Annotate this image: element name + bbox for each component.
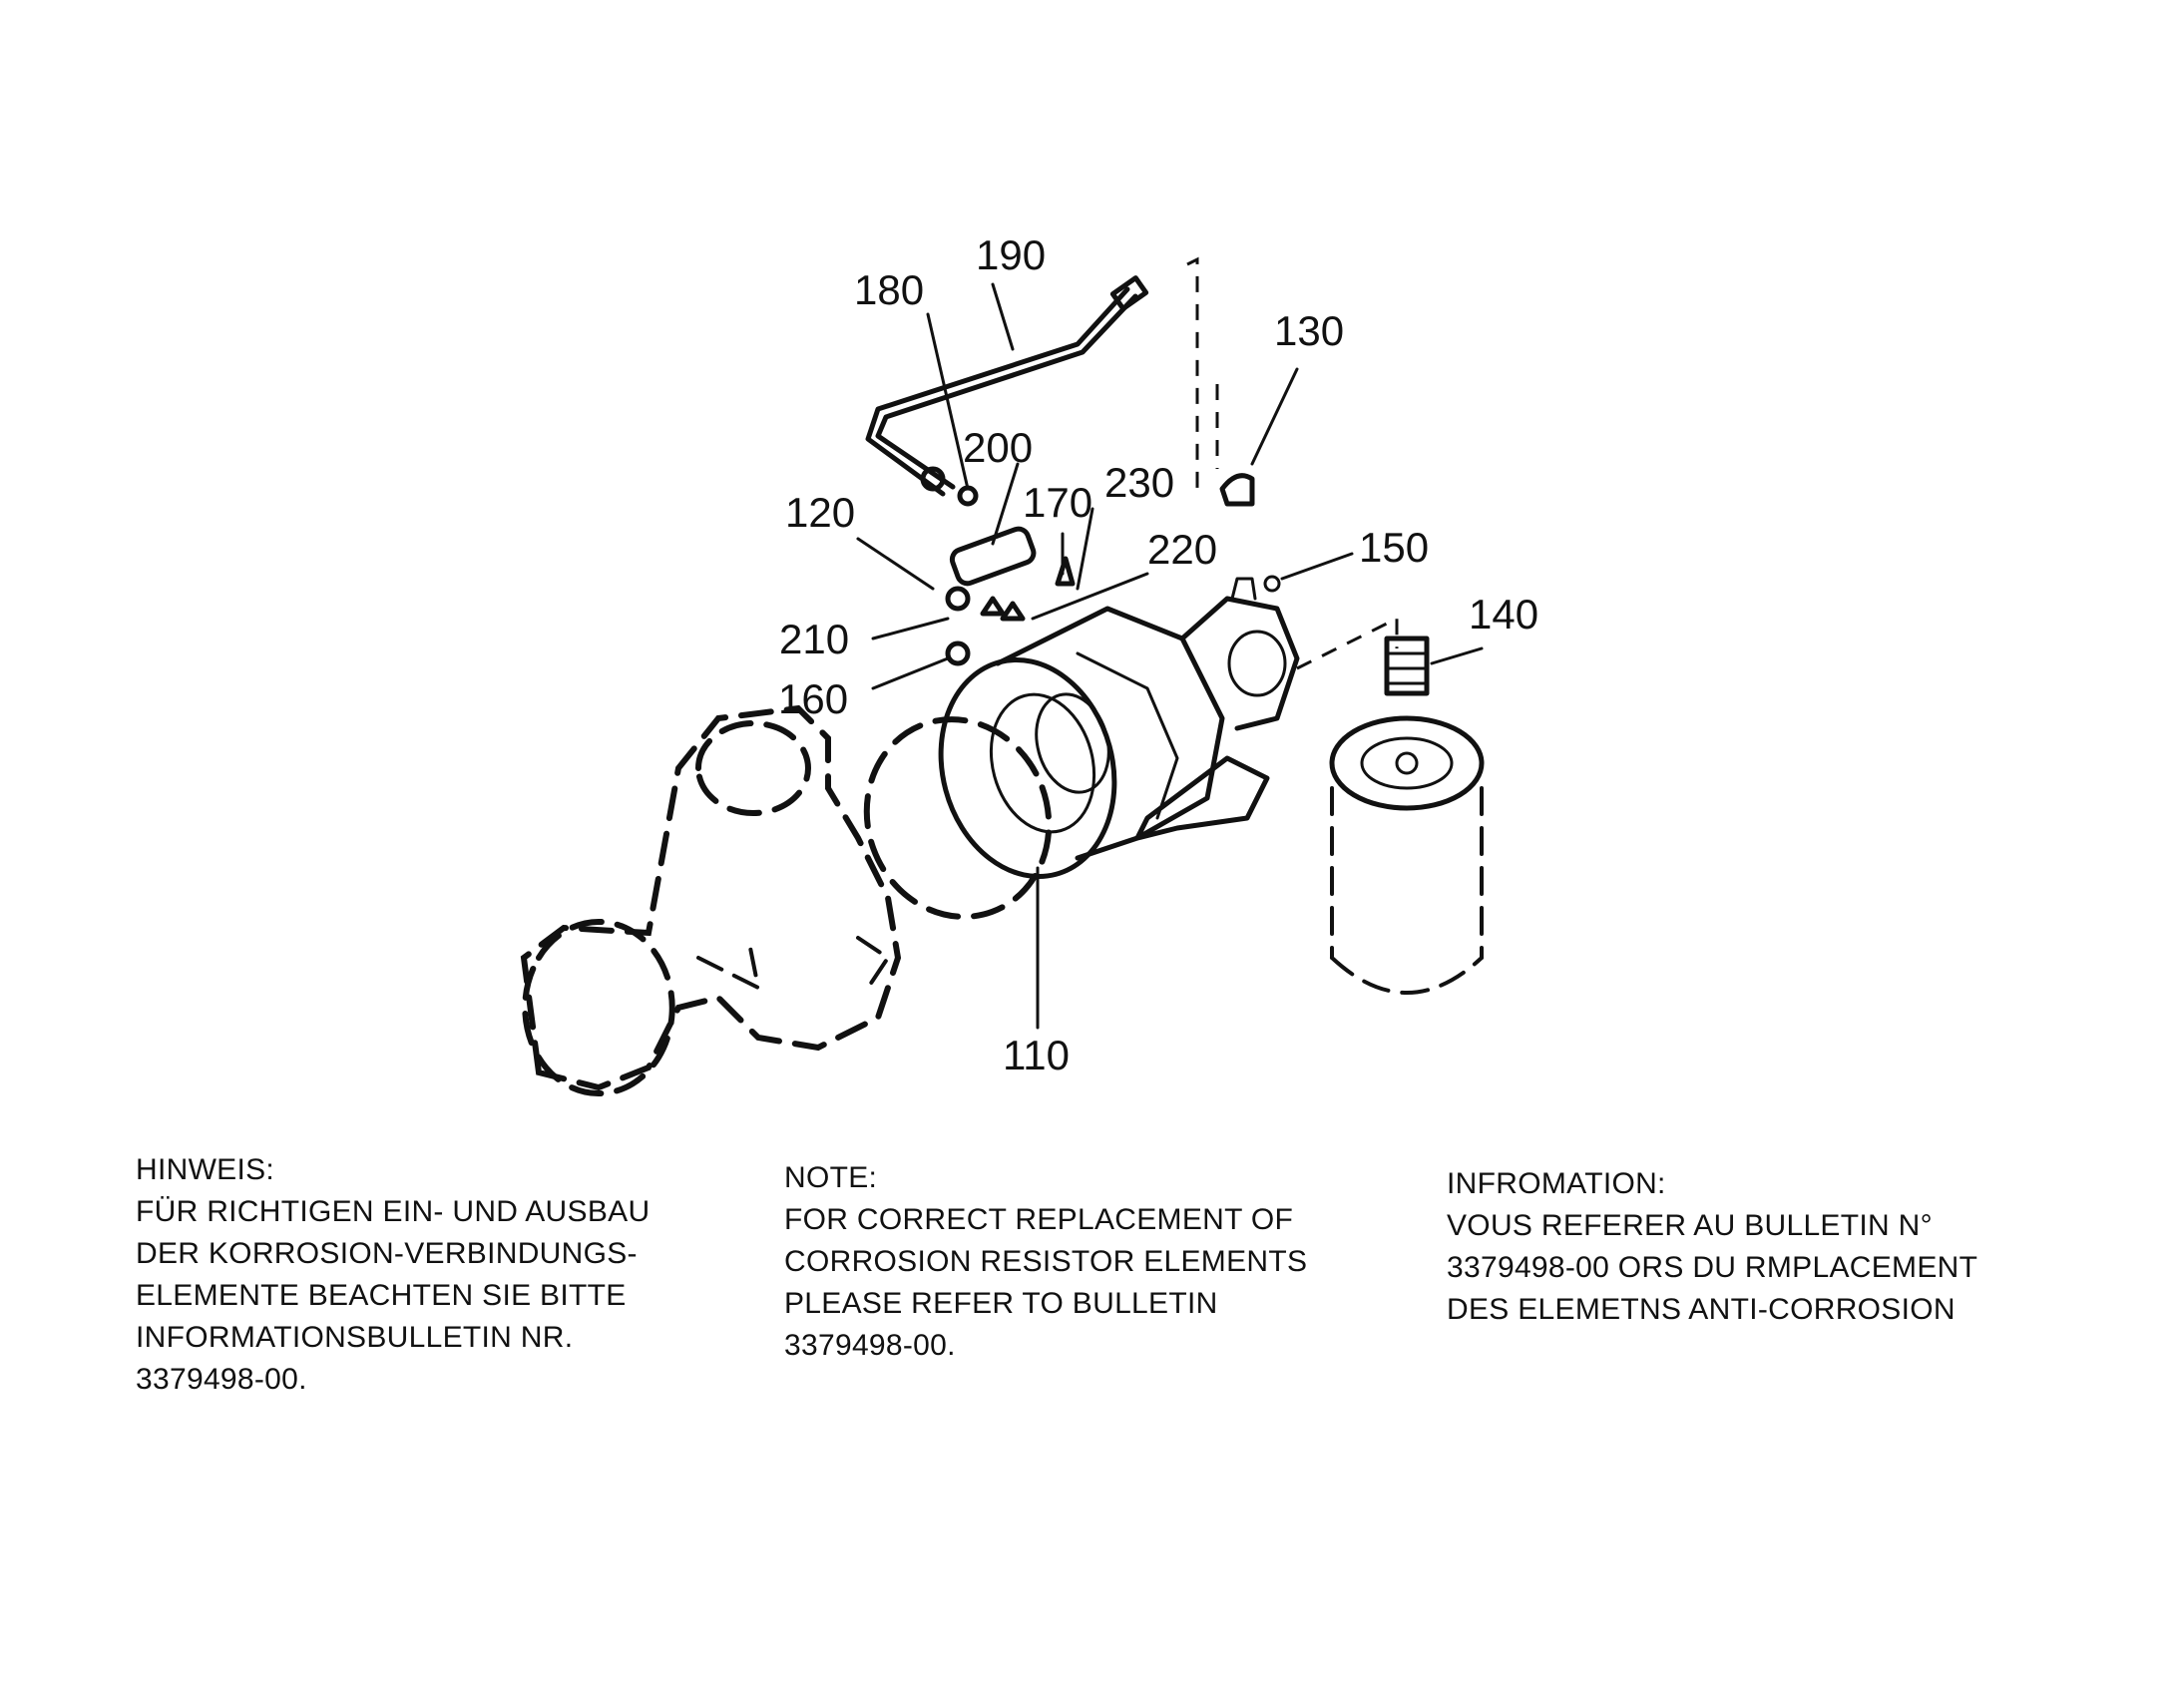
filter-element-phantom (1296, 616, 1485, 995)
note-french-line: VOUS REFERER AU BULLETIN N° (1447, 1209, 1933, 1242)
callout-190: 190 (976, 231, 1046, 278)
note-english-line: CORROSION RESISTOR ELEMENTS (784, 1245, 1308, 1278)
resistor-head-110 (938, 577, 1300, 880)
note-english-line: FOR CORRECT REPLACEMENT OF (784, 1203, 1294, 1236)
callout-110: 110 (1003, 1032, 1070, 1078)
callout-220: 220 (1147, 526, 1217, 573)
note-english-heading: NOTE: (784, 1161, 878, 1194)
note-french: INFROMATION: VOUS REFERER AU BULLETIN N°… (1447, 1163, 1977, 1331)
callout-130: 130 (1274, 307, 1344, 354)
callout-160: 160 (778, 675, 848, 722)
callout-150: 150 (1359, 524, 1429, 571)
note-german-line: DER KORROSION-VERBINDUNGS- (136, 1237, 638, 1270)
callout-210: 210 (779, 616, 849, 662)
leader-lines (856, 282, 1484, 1030)
callout-170: 170 (1023, 479, 1092, 526)
note-english-line: PLEASE REFER TO BULLETIN (784, 1287, 1218, 1320)
note-french-line: 3379498-00 ORS DU RMPLACEMENT (1447, 1251, 1978, 1284)
note-english: NOTE: FOR CORRECT REPLACEMENT OF CORROSI… (784, 1157, 1307, 1367)
note-german-line: FÜR RICHTIGEN EIN- UND AUSBAU (136, 1195, 651, 1228)
tube-190 (865, 275, 1149, 497)
note-french-line: DES ELEMETNS ANTI-CORROSION (1447, 1293, 1956, 1326)
callout-230: 230 (1104, 459, 1174, 506)
note-german: HINWEIS: FÜR RICHTIGEN EIN- UND AUSBAU D… (136, 1149, 650, 1401)
callout-200: 200 (963, 424, 1033, 471)
note-german-line: ELEMENTE BEACHTEN SIE BITTE (136, 1279, 627, 1312)
note-german-heading: HINWEIS: (136, 1153, 275, 1186)
note-french-heading: INFROMATION: (1447, 1167, 1666, 1200)
note-german-line: 3379498-00. (136, 1363, 307, 1396)
note-english-line: 3379498-00. (784, 1329, 956, 1362)
gasket-phantom (863, 716, 1053, 920)
callout-140: 140 (1469, 591, 1538, 638)
callout-120: 120 (785, 489, 855, 536)
small-fittings (945, 256, 1281, 666)
pump-housing-phantom (520, 704, 902, 1096)
callout-labels: 190 180 130 200 170 230 120 220 150 140 … (778, 231, 1538, 1078)
callout-180: 180 (854, 266, 924, 313)
note-german-line: INFORMATIONSBULLETIN NR. (136, 1321, 574, 1354)
connector-140 (1384, 636, 1430, 696)
